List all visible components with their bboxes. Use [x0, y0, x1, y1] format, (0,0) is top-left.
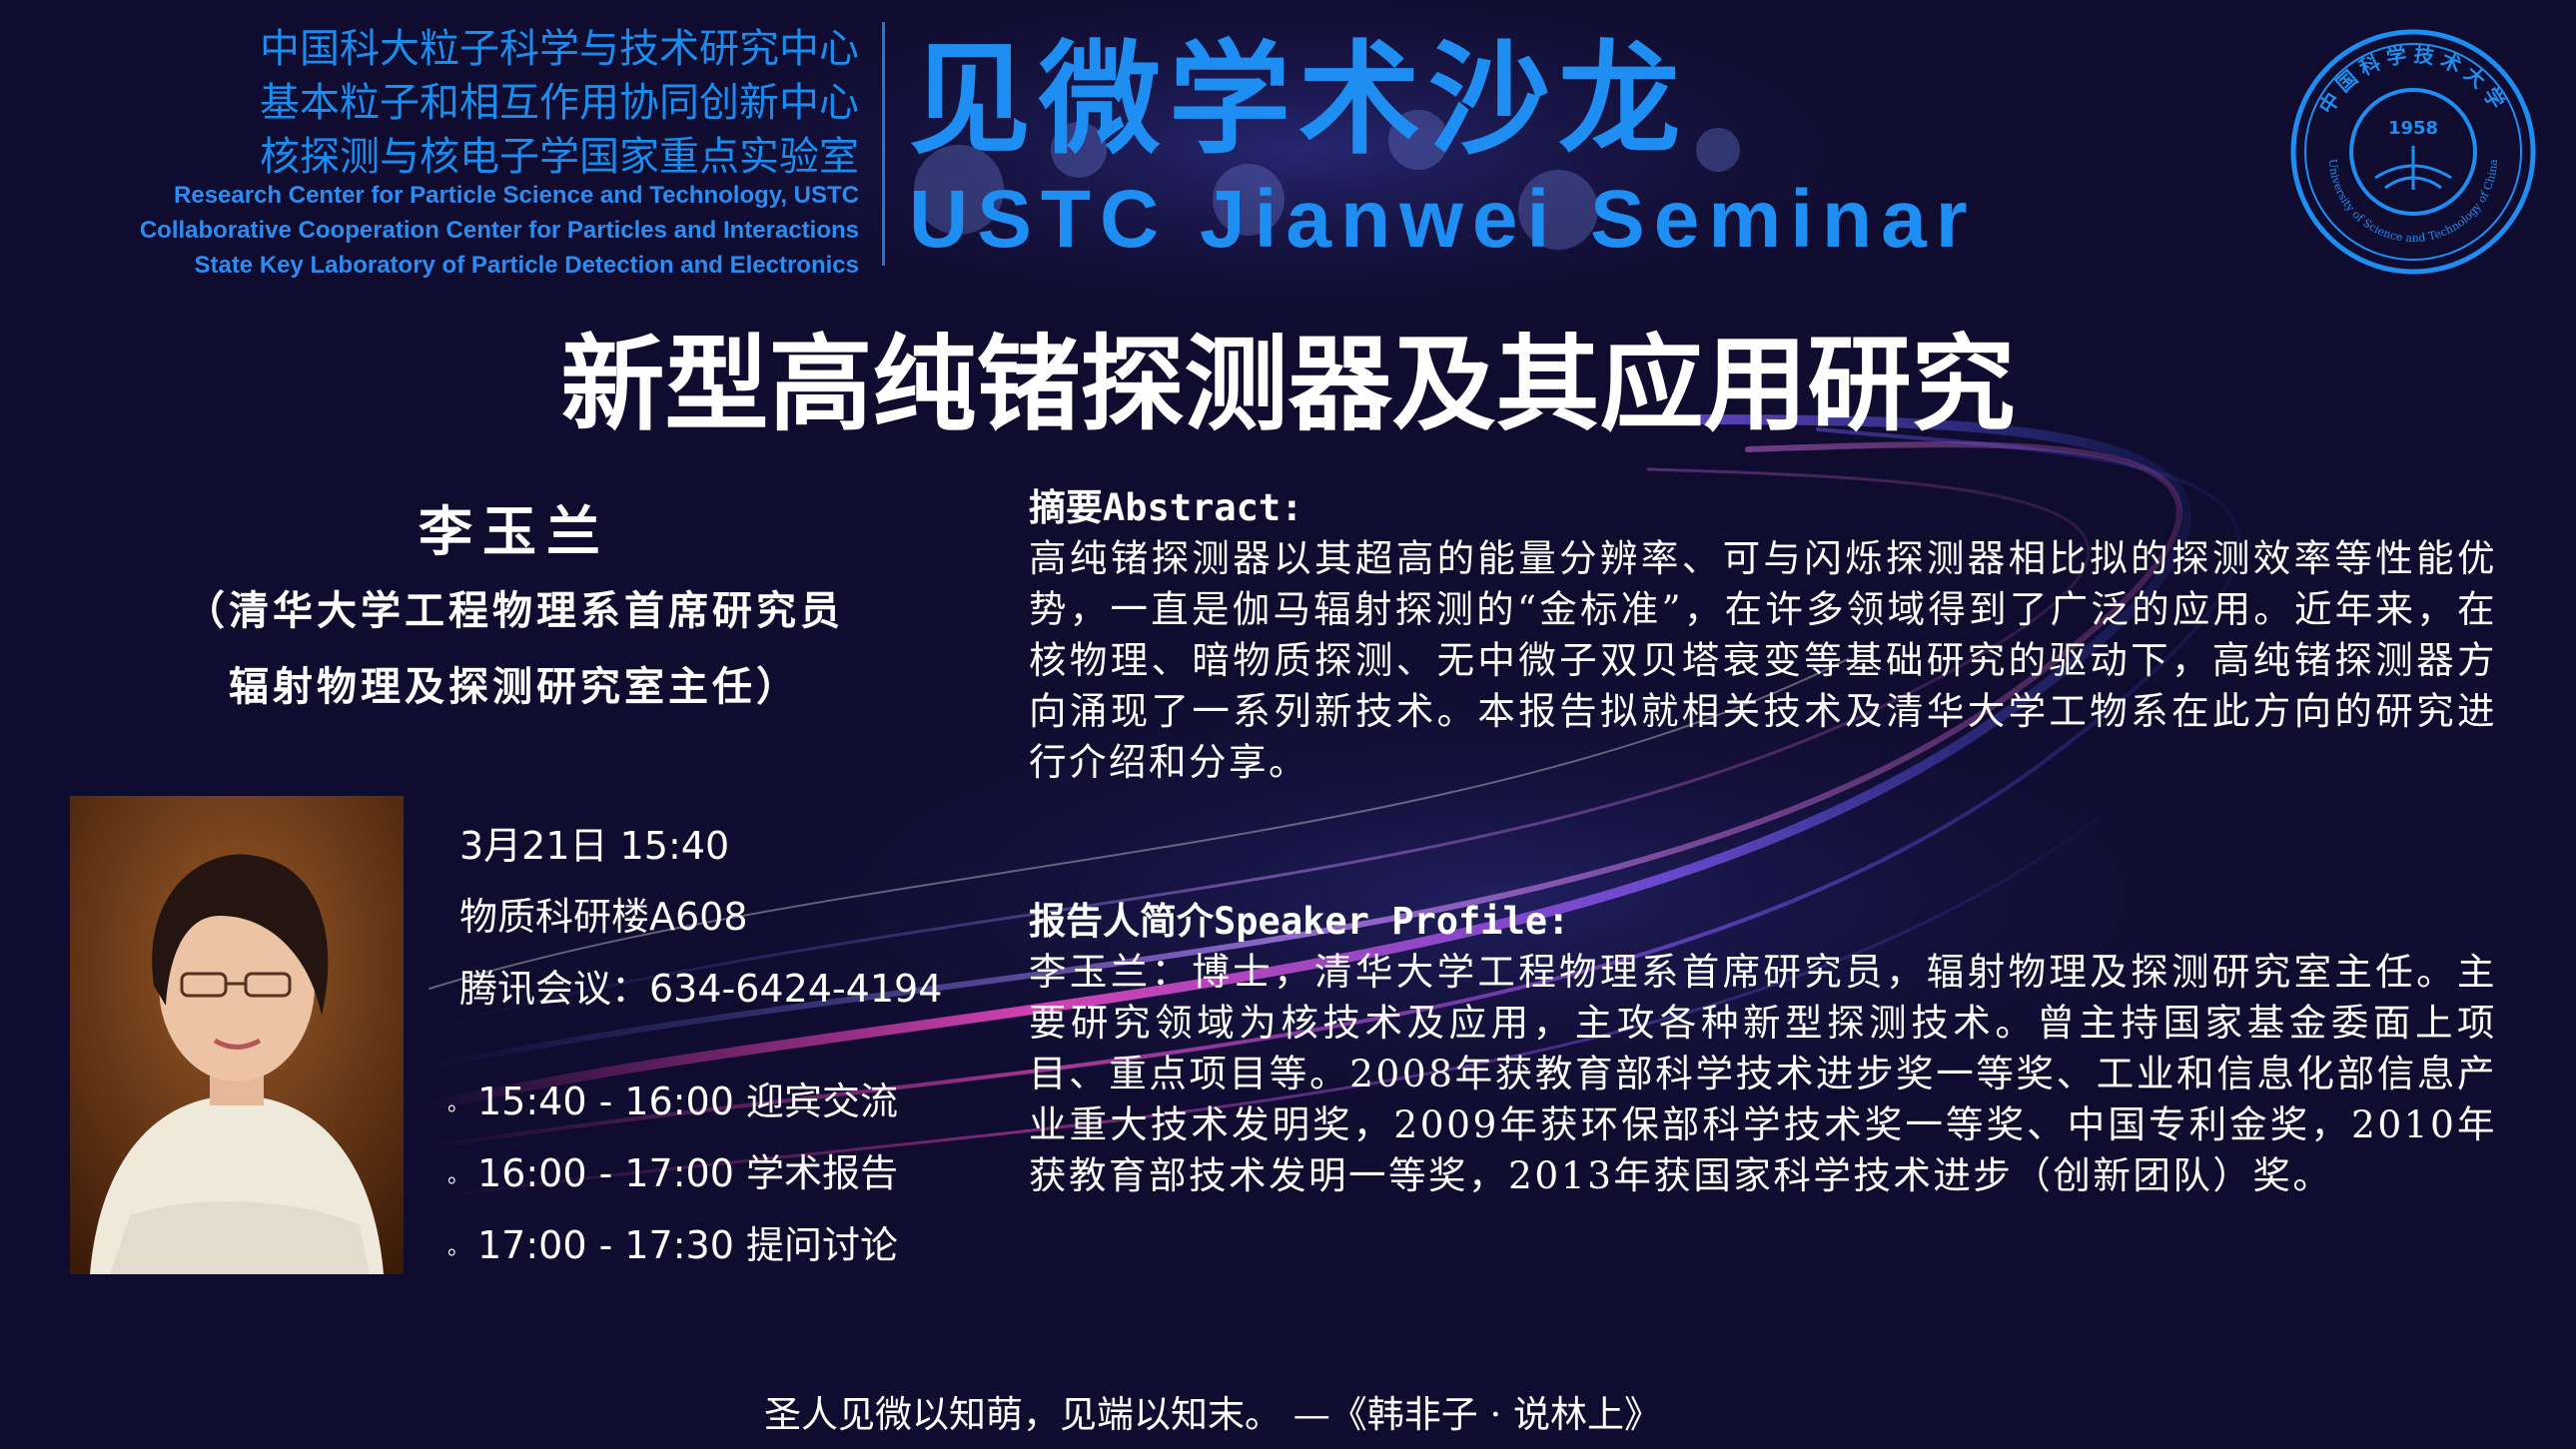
seminar-series-title-cn: 见微学术沙龙	[909, 29, 1688, 171]
seminar-series-title-en: USTC Jianwei Seminar	[909, 174, 1977, 265]
schedule-item-text: 16:00 - 17:00 学术报告	[477, 1151, 898, 1195]
schedule-item-text: 17:00 - 17:30 提问讨论	[477, 1223, 898, 1267]
speaker-affiliation-line-2: 辐射物理及探测研究室主任）	[229, 663, 800, 710]
schedule-bullet: 。	[447, 1090, 470, 1116]
header-divider	[882, 22, 885, 266]
schedule-item: 。 17:00 - 17:30 提问讨论	[447, 1220, 898, 1273]
institution-en-3: State Key Laboratory of Particle Detecti…	[194, 252, 859, 279]
profile-text: 李玉兰：博士，清华大学工程物理系首席研究员，辐射物理及探测研究室主任。主要研究领…	[1029, 950, 2497, 1197]
profile-heading: 报告人简介Speaker Profile:	[1029, 900, 1570, 943]
ustc-logo: 中国科学技术大学 University of Science and Techn…	[2290, 29, 2536, 275]
schedule-item-text: 15:40 - 16:00 迎宾交流	[477, 1080, 898, 1123]
institution-en-2: Collaborative Cooperation Center for Par…	[139, 217, 859, 244]
speaker-affiliation-line-1: （清华大学工程物理系首席研究员	[185, 587, 844, 634]
abstract-text: 高纯锗探测器以其超高的能量分辨率、可与闪烁探测器相比拟的探测效率等性能优势，一直…	[1029, 536, 2497, 784]
talk-title: 新型高纯锗探测器及其应用研究	[560, 323, 2016, 445]
speaker-name: 李玉兰	[419, 499, 610, 563]
schedule-bullet: 。	[447, 1162, 470, 1188]
abstract-heading: 摘要Abstract:	[1029, 486, 1303, 529]
institution-cn-3: 核探测与核电子学国家重点实验室	[260, 134, 859, 180]
institution-cn-1: 中国科大粒子科学与技术研究中心	[260, 26, 859, 72]
schedule-item: 。 16:00 - 17:00 学术报告	[447, 1148, 898, 1201]
schedule-bullet: 。	[447, 1234, 470, 1260]
schedule-item: 。 15:40 - 16:00 迎宾交流	[447, 1077, 898, 1129]
event-meeting-id: 腾讯会议：634-6424-4194	[459, 967, 943, 1011]
speaker-photo	[70, 796, 404, 1274]
event-datetime: 3月21日 15:40	[459, 824, 730, 868]
footer-quote: 圣人见微以知萌，见端以知末。 —《韩非子 · 说林上》	[764, 1393, 1662, 1436]
institution-en-1: Research Center for Particle Science and…	[174, 182, 859, 209]
event-location: 物质科研楼A608	[459, 895, 748, 939]
logo-year: 1958	[2388, 118, 2438, 139]
institution-cn-2: 基本粒子和相互作用协同创新中心	[260, 80, 859, 126]
